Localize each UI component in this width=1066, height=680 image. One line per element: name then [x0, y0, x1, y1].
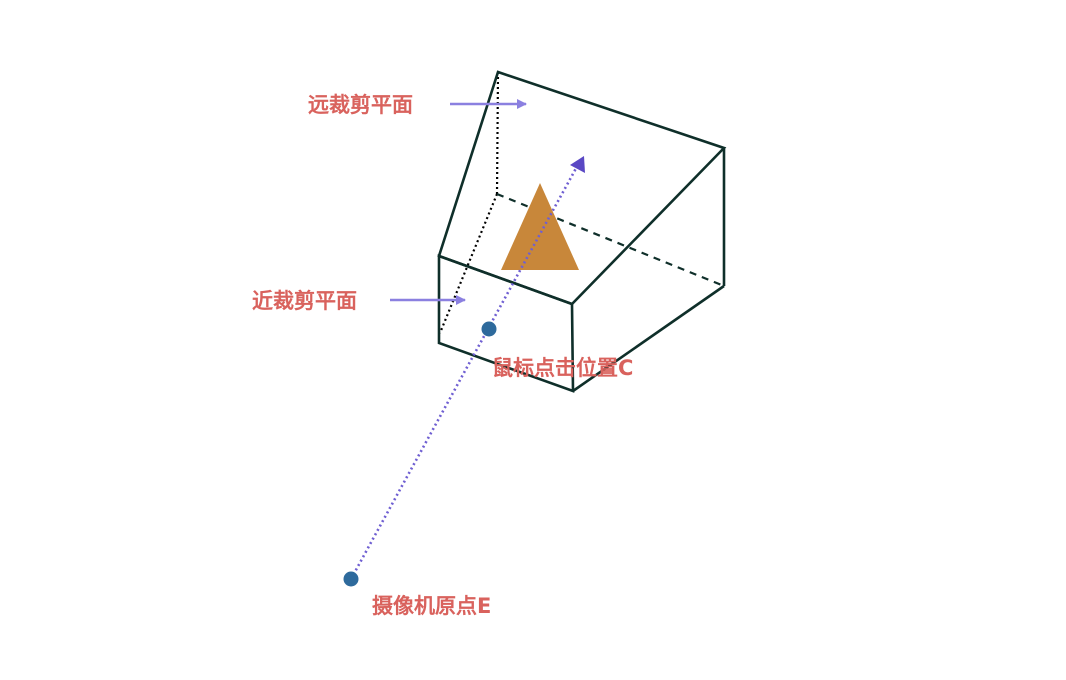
click-point-label: 鼠标点击位置C — [492, 356, 633, 380]
near-clip-plane-face — [437, 254, 575, 393]
frustum-hidden-edge-diagonal — [438, 193, 499, 334]
near-plane-label: 近裁剪平面 — [252, 289, 357, 313]
camera-origin-label: 摄像机原点E — [372, 594, 491, 618]
camera-origin-marker — [343, 571, 359, 587]
object-triangle — [501, 183, 579, 270]
far-plane-label: 远裁剪平面 — [308, 93, 413, 117]
frustum-hidden-edge-vertical — [495, 71, 500, 195]
pick-ray-arrowhead — [570, 156, 585, 173]
click-point-marker — [481, 321, 497, 337]
frustum-edge-bottom-right — [572, 284, 725, 393]
